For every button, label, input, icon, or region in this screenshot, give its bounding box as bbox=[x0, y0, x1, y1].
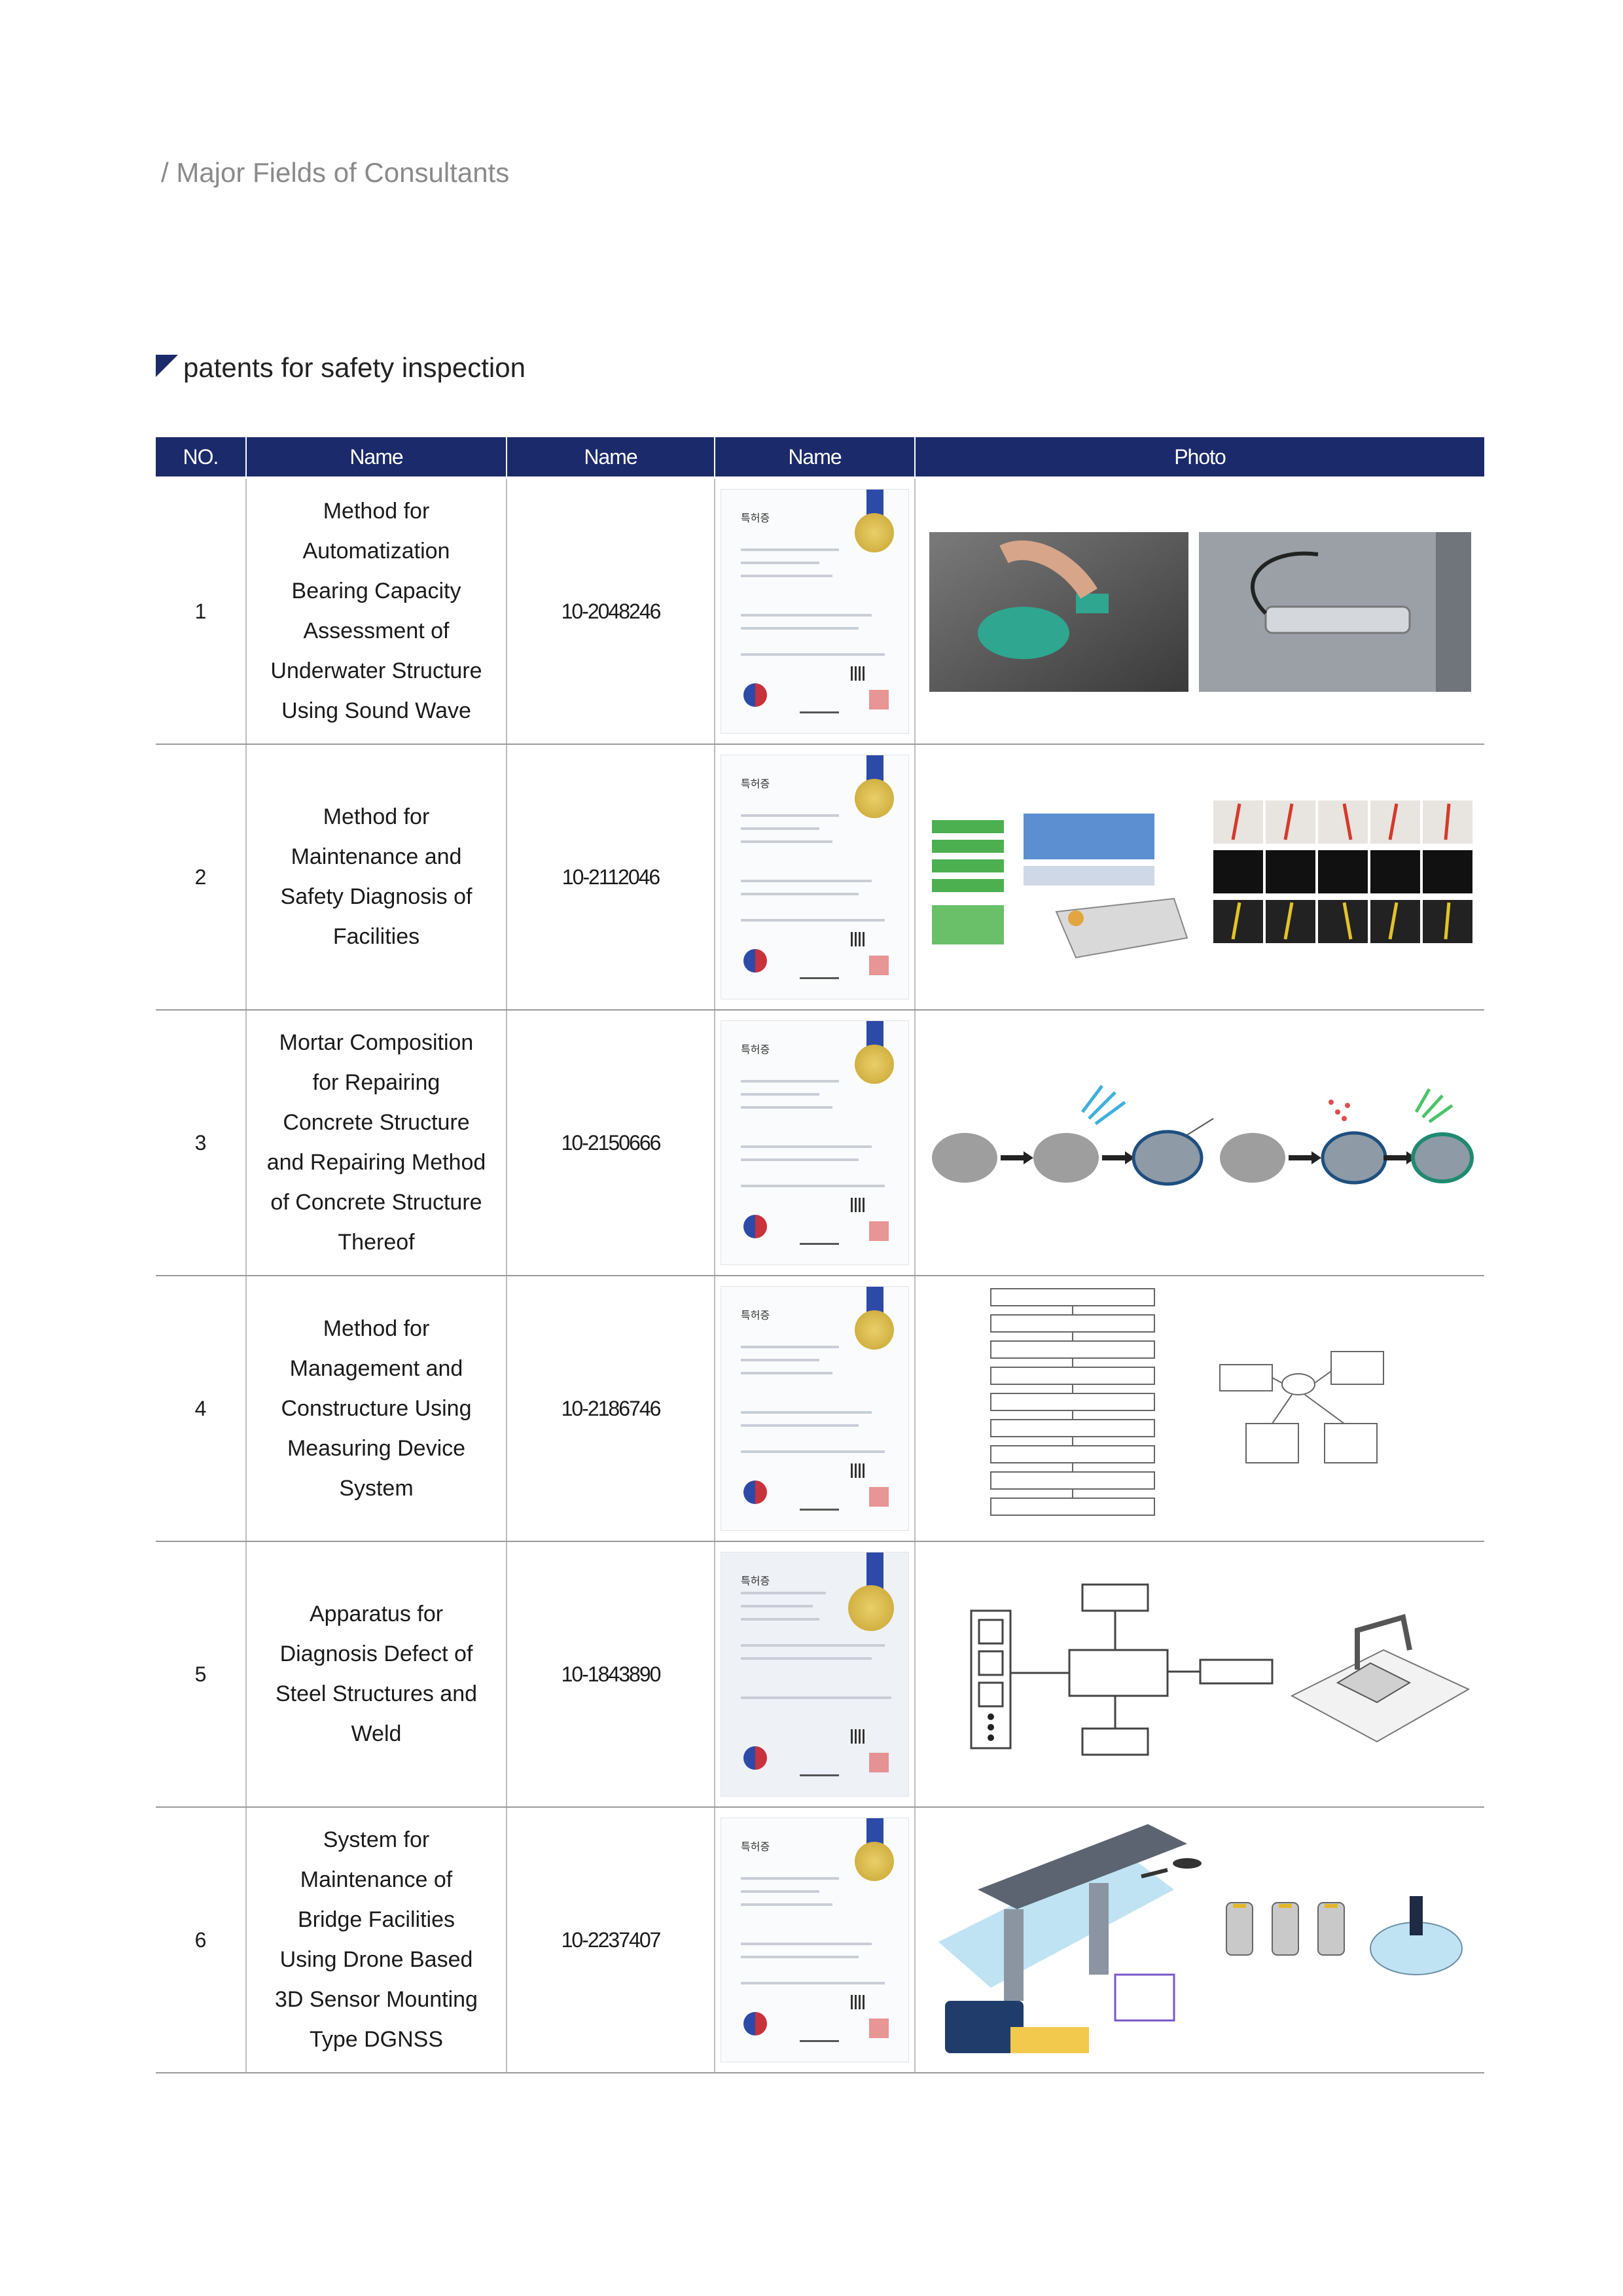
row-number: 4 bbox=[156, 1276, 246, 1542]
column-header-name: Name bbox=[245, 437, 507, 478]
certificate-image: 특허증 bbox=[721, 1020, 909, 1265]
photo-cell bbox=[914, 1807, 1484, 2073]
signature bbox=[800, 700, 839, 713]
signature bbox=[800, 1231, 839, 1245]
column-header-number: Name bbox=[506, 437, 715, 478]
signature bbox=[800, 2028, 839, 2042]
certificate-image: 특허증 bbox=[721, 489, 909, 734]
certificate-cell: 특허증 bbox=[714, 1276, 915, 1542]
patent-name: System for Maintenance of Bridge Facilit… bbox=[245, 1807, 507, 2073]
certificate-title: 특허증 bbox=[741, 1842, 770, 1853]
table-row: 5 Apparatus for Diagnosis Defect of Stee… bbox=[156, 1541, 1484, 1808]
certificate-cell: 특허증 bbox=[714, 1541, 915, 1808]
gold-seal-icon bbox=[848, 1585, 894, 1631]
red-stamp-icon bbox=[869, 1487, 889, 1507]
certificate-cell: 특허증 bbox=[714, 476, 915, 745]
gold-seal-icon bbox=[855, 1842, 894, 1881]
section-title: patents for safety inspection bbox=[183, 352, 526, 383]
ribbon-icon bbox=[866, 1552, 883, 1589]
kipo-logo-icon bbox=[743, 683, 767, 707]
gold-seal-icon bbox=[855, 1310, 894, 1350]
certificate-title: 특허증 bbox=[741, 513, 770, 524]
certificate-image: 특허증 bbox=[721, 1552, 909, 1797]
section-heading: patents for safety inspection bbox=[156, 352, 526, 384]
table-row: 6 System for Maintenance of Bridge Facil… bbox=[156, 1807, 1484, 2073]
gold-seal-icon bbox=[855, 1045, 894, 1084]
table-row: 1 Method for Automatization Bearing Capa… bbox=[156, 476, 1484, 745]
photo-cell bbox=[914, 1010, 1484, 1276]
certificate-title: 특허증 bbox=[741, 1576, 770, 1587]
diagram-steel-defect-apparatus bbox=[970, 1583, 1470, 1755]
diagram-mortar-repair bbox=[931, 1085, 1474, 1185]
qr-code-icon bbox=[851, 1198, 865, 1212]
certificate-title: 특허증 bbox=[741, 1045, 770, 1056]
patent-name: Mortar Composition for Repairing Concret… bbox=[245, 1010, 507, 1276]
table-row: 4 Method for Management and Constructure… bbox=[156, 1276, 1484, 1542]
patent-name: Apparatus for Diagnosis Defect of Steel … bbox=[245, 1541, 507, 1808]
table-header-row: NO. Name Name Name Photo bbox=[156, 437, 1484, 478]
certificate-title: 특허증 bbox=[741, 1310, 770, 1321]
row-number: 3 bbox=[156, 1010, 246, 1276]
patent-number: 10-2048246 bbox=[506, 476, 715, 745]
certificate-cell: 특허증 bbox=[714, 1807, 915, 2073]
qr-code-icon bbox=[851, 1995, 865, 2009]
patent-number: 10-2186746 bbox=[506, 1276, 715, 1542]
signature bbox=[800, 1497, 839, 1511]
row-number: 5 bbox=[156, 1541, 246, 1808]
triangle-marker-icon bbox=[156, 355, 178, 377]
patent-number: 10-2237407 bbox=[506, 1807, 715, 2073]
patent-number: 10-2150666 bbox=[506, 1010, 715, 1276]
certificate-image: 특허증 bbox=[721, 755, 909, 999]
column-header-no: NO. bbox=[156, 437, 246, 478]
red-stamp-icon bbox=[869, 1753, 889, 1772]
certificate-cell: 특허증 bbox=[714, 1010, 915, 1276]
signature bbox=[800, 1763, 839, 1776]
gold-seal-icon bbox=[855, 513, 894, 552]
table-row: 2 Method for Maintenance and Safety Diag… bbox=[156, 744, 1484, 1011]
signature bbox=[800, 965, 839, 979]
red-stamp-icon bbox=[869, 2018, 889, 2038]
red-stamp-icon bbox=[869, 1221, 889, 1241]
patent-name: Method for Automatization Bearing Capaci… bbox=[245, 476, 507, 745]
photo-cell bbox=[914, 1276, 1484, 1542]
column-header-photo: Photo bbox=[914, 437, 1484, 478]
illustration-drone-bridge-system bbox=[938, 1823, 1463, 2053]
row-number: 2 bbox=[156, 744, 246, 1011]
patent-number: 10-1843890 bbox=[506, 1541, 715, 1808]
gold-seal-icon bbox=[855, 779, 894, 818]
table-row: 3 Mortar Composition for Repairing Concr… bbox=[156, 1010, 1484, 1276]
patent-number: 10-2112046 bbox=[506, 744, 715, 1011]
kipo-logo-icon bbox=[743, 949, 767, 973]
patent-name: Method for Maintenance and Safety Diagno… bbox=[245, 744, 507, 1011]
qr-code-icon bbox=[851, 666, 865, 681]
photo-cell bbox=[914, 744, 1484, 1011]
patent-name: Method for Management and Constructure U… bbox=[245, 1276, 507, 1542]
red-stamp-icon bbox=[869, 690, 889, 709]
kipo-logo-icon bbox=[743, 1746, 767, 1770]
kipo-logo-icon bbox=[743, 1480, 767, 1504]
qr-code-icon bbox=[851, 1729, 865, 1744]
column-header-certificate: Name bbox=[714, 437, 915, 478]
qr-code-icon bbox=[851, 932, 865, 946]
photo-cell bbox=[914, 1541, 1484, 1808]
qr-code-icon bbox=[851, 1463, 865, 1478]
patents-table: NO. Name Name Name Photo 1 Method for Au… bbox=[156, 437, 1484, 2073]
page-header: / Major Fields of Consultants bbox=[161, 157, 510, 188]
certificate-image: 특허증 bbox=[721, 1286, 909, 1531]
kipo-logo-icon bbox=[743, 1215, 767, 1238]
flowchart-measuring-system bbox=[990, 1287, 1384, 1516]
photo-cell bbox=[914, 476, 1484, 745]
kipo-logo-icon bbox=[743, 2012, 767, 2036]
certificate-title: 특허증 bbox=[741, 779, 770, 790]
row-number: 1 bbox=[156, 476, 246, 745]
red-stamp-icon bbox=[869, 956, 889, 975]
row-number: 6 bbox=[156, 1807, 246, 2073]
certificate-image: 특허증 bbox=[721, 1818, 909, 2062]
photo-sound-wave-device bbox=[929, 531, 1471, 692]
certificate-cell: 특허증 bbox=[714, 744, 915, 1011]
diagram-maintenance-system bbox=[931, 800, 1472, 958]
